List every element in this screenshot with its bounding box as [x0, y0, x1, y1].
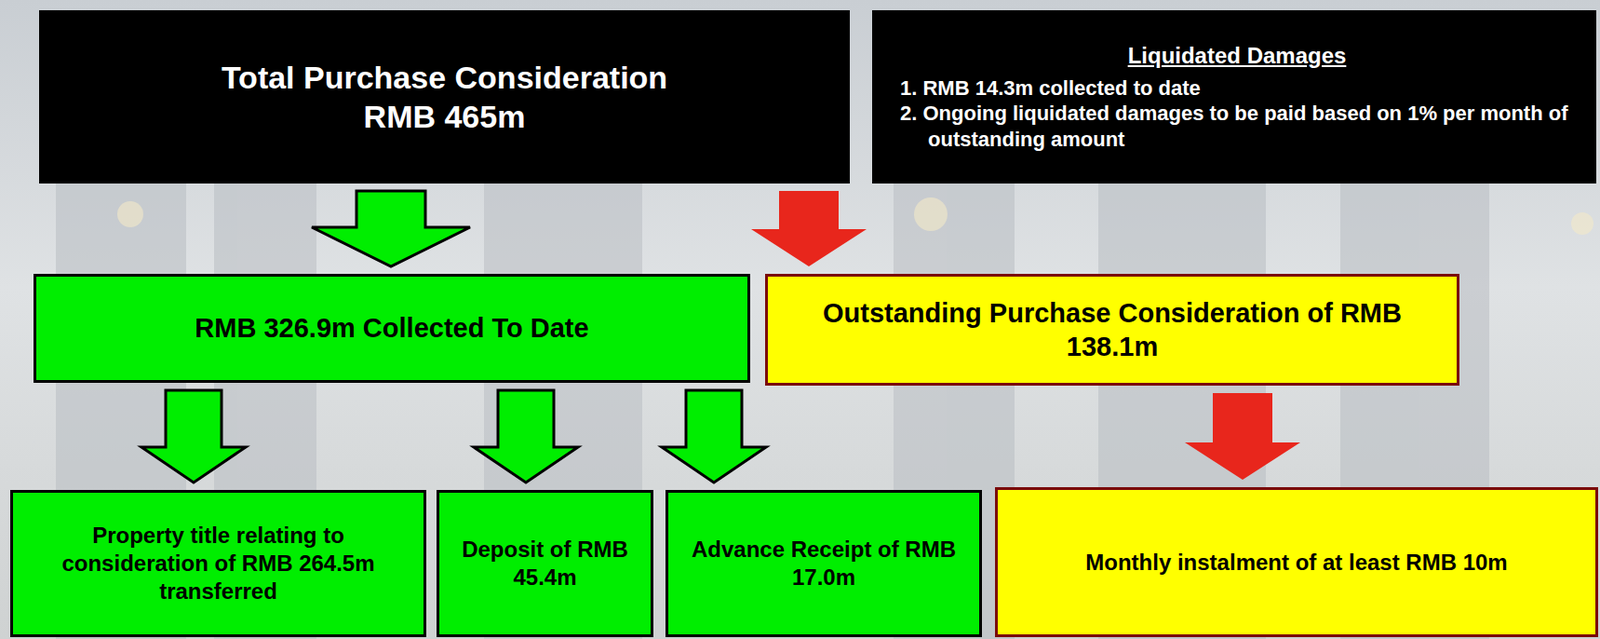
box-heading: Total Purchase Consideration: [221, 57, 668, 98]
box-text: 1. RMB 14.3m collected to date: [900, 75, 1574, 102]
block-arrow: [473, 389, 579, 483]
outstanding-box: Outstanding Purchase Consideration of RM…: [765, 273, 1460, 386]
block-arrow: [751, 190, 867, 267]
block-arrow: [661, 389, 767, 483]
breakdown-box: Advance Receipt of RMB 17.0m: [665, 489, 982, 637]
box-heading: Outstanding Purchase Consideration of RM…: [780, 295, 1444, 364]
block-arrow: [311, 190, 471, 267]
collected-box: RMB 326.9m Collected To Date: [33, 273, 751, 383]
box-heading: Monthly instalment of at least RMB 10m: [1085, 548, 1507, 577]
breakdown-box: Property title relating to consideration…: [10, 489, 427, 637]
box-heading: Property title relating to consideration…: [26, 521, 411, 606]
title-box: Total Purchase ConsiderationRMB 465m: [39, 10, 850, 184]
box-heading: Advance Receipt of RMB 17.0m: [681, 535, 967, 592]
box-heading: Deposit of RMB 45.4m: [452, 535, 638, 592]
box-heading: RMB 326.9m Collected To Date: [194, 310, 589, 345]
block-arrow: [141, 389, 246, 483]
box-text: 2. Ongoing liquidated damages to be paid…: [900, 100, 1574, 152]
breakdown-box: Deposit of RMB 45.4m: [436, 489, 654, 637]
instalment-box: Monthly instalment of at least RMB 10m: [994, 486, 1599, 637]
box-text: RMB 465m: [363, 96, 526, 137]
notes-box: Liquidated Damages 1. RMB 14.3m collected…: [872, 10, 1597, 184]
block-arrow: [1184, 392, 1301, 480]
box-heading: Liquidated Damages: [900, 41, 1574, 70]
